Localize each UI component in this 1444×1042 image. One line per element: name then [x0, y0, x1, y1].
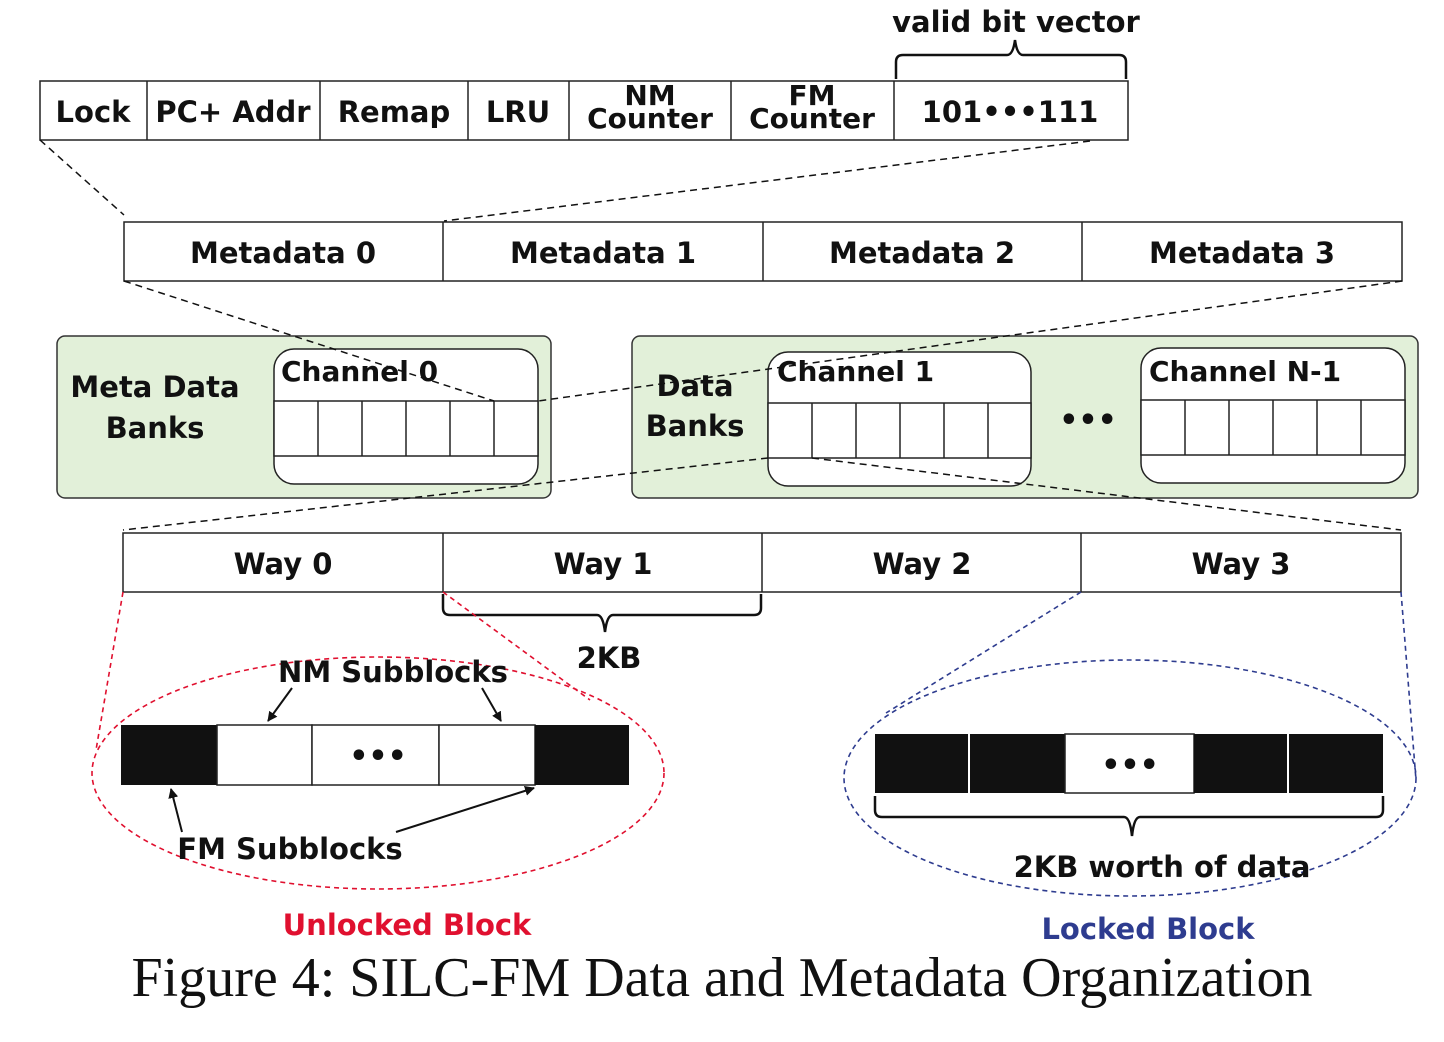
pc-addr-field-label: PC+ Addr [155, 95, 311, 129]
locked-data-label: 2KB worth of data [1014, 850, 1311, 884]
channels-ellipsis: ••• [1059, 403, 1117, 438]
fm-counter-label-line1: FM [789, 79, 836, 112]
lock-field-label: Lock [56, 95, 132, 129]
locked-block-bar [875, 733, 1383, 794]
fm-subblock-arrows [168, 785, 535, 833]
metadata-2-label: Metadata 2 [829, 236, 1015, 270]
valid-bit-vector-label: valid bit vector [892, 5, 1140, 39]
data-banks-label-line1: Data [656, 369, 733, 403]
ways-row [122, 532, 1402, 593]
metadata-0-label: Metadata 0 [190, 236, 376, 270]
unlocked-block-title: Unlocked Block [283, 908, 532, 942]
channel-n-1 [1140, 347, 1406, 484]
meta-data-banks-label-line1: Meta Data [70, 370, 239, 404]
channel-1-label: Channel 1 [777, 355, 934, 388]
unlocked-ellipsis: ••• [349, 739, 407, 774]
channel-n-1-label: Channel N-1 [1149, 355, 1341, 388]
valid-bit-vector-brace [894, 39, 1128, 79]
nm-subblocks-label: NM Subblocks [278, 655, 508, 689]
channel-0 [273, 348, 539, 485]
fm-counter-label-line2: Counter [749, 102, 875, 135]
locked-data-brace [873, 796, 1385, 837]
bank-zoom-lines [122, 280, 1403, 531]
metadata-1-label: Metadata 1 [510, 236, 696, 270]
locked-block-title: Locked Block [1041, 912, 1255, 946]
unlocked-block-bar [121, 724, 629, 786]
way-size-label: 2KB [577, 641, 642, 675]
channel-0-label: Channel 0 [281, 355, 438, 388]
way-1-label: Way 1 [554, 547, 653, 581]
way-size-brace [441, 594, 763, 633]
nm-subblock-arrows [267, 687, 502, 722]
remap-field-label: Remap [338, 95, 451, 129]
lru-field-label: LRU [486, 95, 550, 129]
metadata-field-row [39, 80, 1129, 141]
locked-ellipsis: ••• [1101, 748, 1159, 783]
valid-bits-value: 101•••111 [922, 95, 1099, 129]
way-3-label: Way 3 [1192, 547, 1291, 581]
metadata-row [123, 221, 1403, 282]
metadata-3-label: Metadata 3 [1149, 236, 1335, 270]
way-2-label: Way 2 [873, 547, 972, 581]
nm-counter-label-line2: Counter [587, 102, 713, 135]
unlocked-zoom-outline [91, 591, 665, 890]
nm-counter-label-line1: NM [624, 79, 675, 112]
way-0-label: Way 0 [234, 547, 333, 581]
data-banks-label-line2: Banks [646, 409, 745, 443]
figure-caption: Figure 4: SILC-FM Data and Metadata Orga… [132, 947, 1313, 1009]
locked-zoom-outline [843, 591, 1417, 897]
meta-data-banks-label-line2: Banks [106, 411, 205, 445]
fm-subblocks-label: FM Subblocks [177, 832, 402, 866]
channel-1 [767, 351, 1032, 487]
metadata-zoom-lines [39, 139, 1091, 222]
